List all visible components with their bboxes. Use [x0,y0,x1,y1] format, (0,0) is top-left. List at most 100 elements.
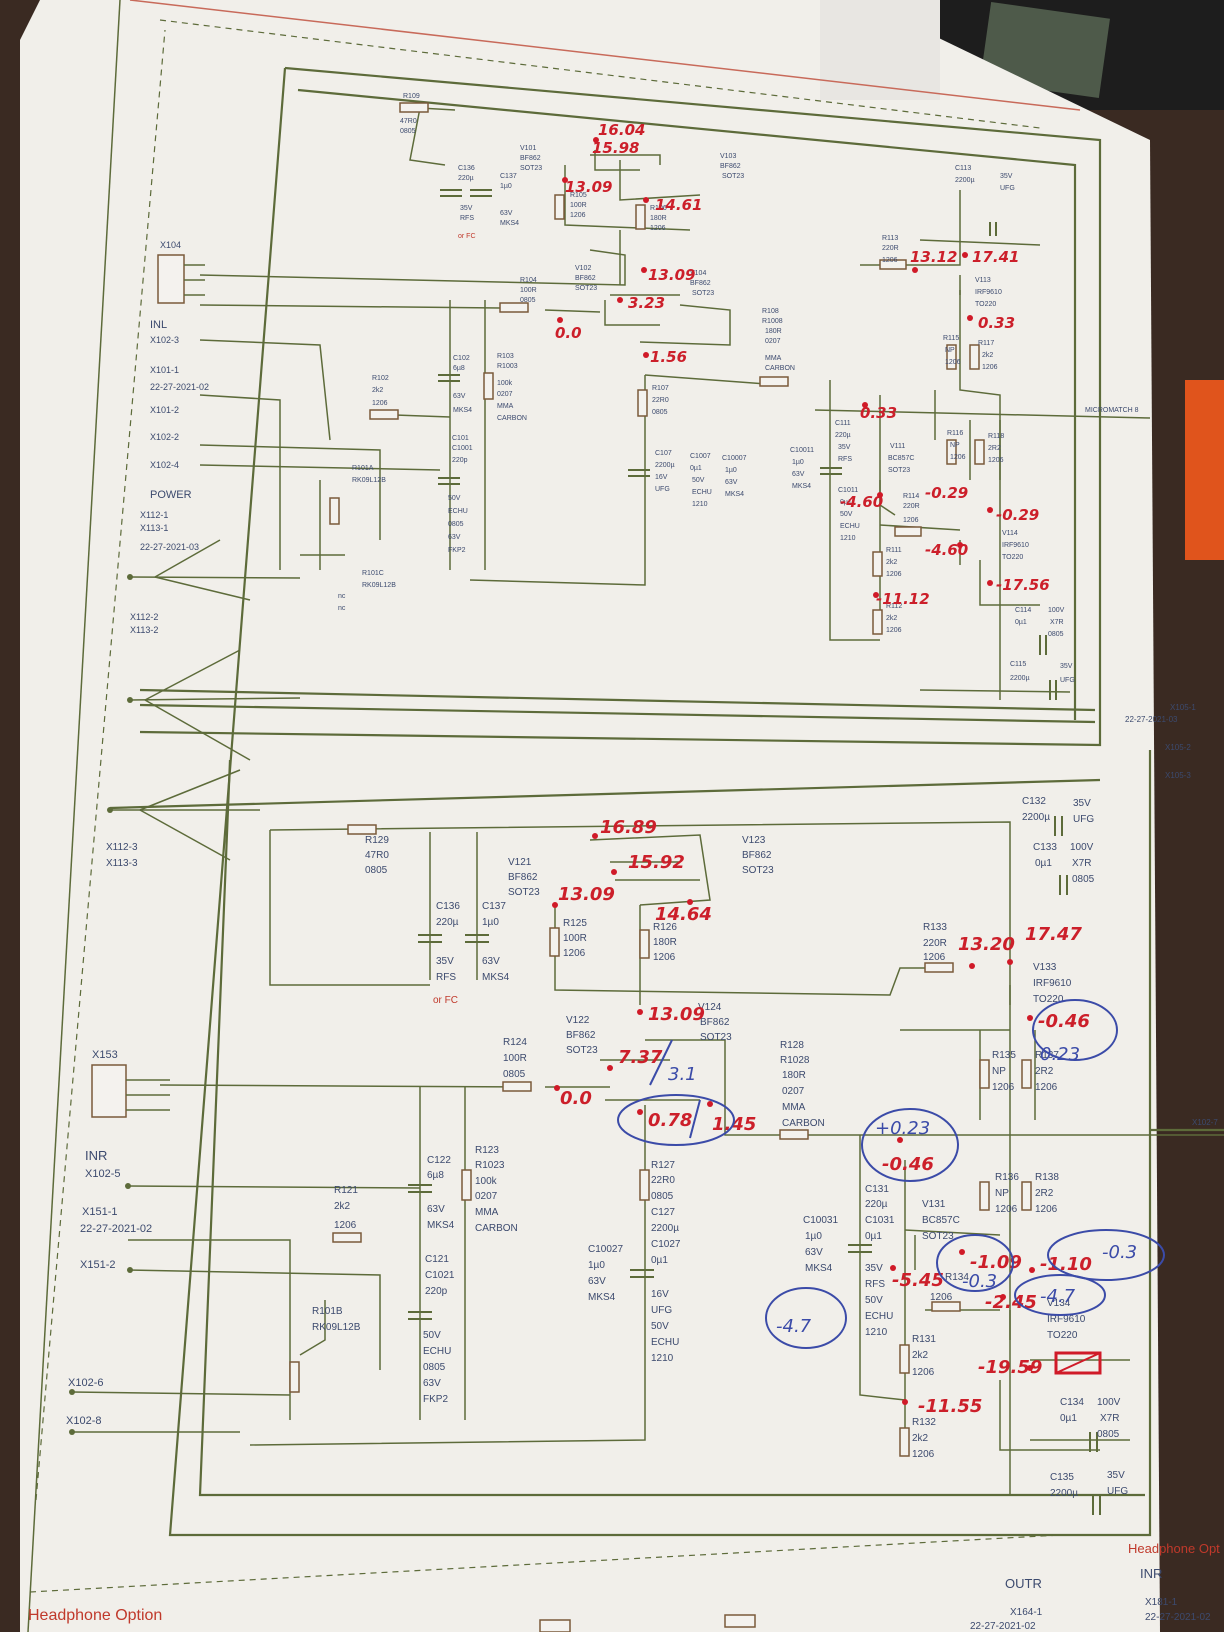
c10011-type: MKS4 [792,483,811,490]
r112-label: R112 [886,603,902,610]
c113-value: 2200µ [955,177,975,184]
c127-volt: 16V [651,1289,669,1300]
dashed-border-2 [35,29,166,1501]
r111-pkg: 1206 [886,571,902,578]
c1007-type: ECHU [692,489,712,496]
r123-pkg: 0207 [475,1191,498,1202]
v123-pkg: SOT23 [742,865,774,876]
c115-type: UFG [1060,677,1075,684]
note-11-55: -11.55 [918,1396,982,1417]
c131-label: C131 [865,1184,889,1195]
c10027-volt: 63V [588,1276,606,1287]
v123-label: V123 [742,835,766,846]
r101c-label: R101C [362,570,384,577]
c136b-type: RFS [436,972,456,983]
c131-value2: 0µ1 [865,1231,882,1242]
v104-type: BF862 [690,280,711,287]
r118-value: 2R2 [988,445,1001,452]
c136t-type: RFS [460,215,474,222]
v113-label: V113 [975,277,991,284]
r103-pkg: 0207 [497,391,513,398]
r124-value: 100R [503,1053,527,1064]
x102-7-label: X102-7 [1192,1118,1218,1127]
v114-pkg: TO220 [1002,554,1023,561]
r126-value: 180R [653,937,677,948]
c1011-value: 0µ1 [840,499,852,506]
note-13-09-b: 13.09 [648,1004,705,1025]
r114-label: R114 [903,493,919,500]
c132-label: C132 [1022,796,1046,807]
r132-value: 2k2 [912,1433,929,1444]
footer-resistor-1 [539,1619,571,1632]
c136t-orfc: or FC [458,233,476,240]
r107-pkg: 0805 [652,409,668,416]
r135-label: R135 [992,1050,1016,1061]
v133-type: IRF9610 [1033,978,1072,989]
r136-label: R136 [995,1172,1019,1183]
r103-carbon: CARBON [497,415,527,422]
x151-1-label: X151-1 [82,1206,117,1218]
c127-label: C127 [651,1207,675,1218]
cross-out-stroke [1055,1352,1101,1374]
r136-value: NP [995,1188,1009,1199]
blue-0-3-b: -0.3 [1102,1242,1137,1263]
v124-label: V124 [698,1002,722,1013]
c10031-value: 1µ0 [805,1231,822,1242]
r137-pkg: 1206 [1035,1082,1058,1093]
orange-object [1185,380,1224,560]
r128-alt: R1028 [780,1055,810,1066]
c121-volt2: 63V [423,1378,441,1389]
c1007-value: 0µ1 [690,465,702,472]
r116-value: NP [950,442,960,449]
connector-fan-top [110,539,301,861]
c101-volt2: 63V [448,534,461,541]
r113-label: R113 [882,235,898,242]
r113-pkg: 1206 [882,257,898,264]
c1027-label: C1027 [651,1239,681,1250]
r123-carbon: CARBON [475,1223,518,1234]
x104-label: X104 [160,240,181,250]
r106-value: 180R [650,215,667,222]
c101-type: ECHU [448,508,468,515]
v131-type: BC857C [922,1215,960,1226]
note-1-56: 1.56 [650,348,687,366]
note-0-33-a: 0.33 [978,314,1015,332]
c107-value: 2200µ [655,462,675,469]
v101-label: V101 [520,145,536,152]
v102-type: BF862 [575,275,596,282]
c115-label: C115 [1010,661,1026,668]
r131-value: 2k2 [912,1350,929,1361]
r138-label: R138 [1035,1172,1059,1183]
x101-2-label: X101-2 [150,405,179,415]
c132-volt: 35V [1073,798,1091,809]
note-17-47: 17.47 [1025,924,1082,945]
x102-8-label: X102-8 [66,1415,101,1427]
c131-value: 220µ [865,1199,888,1210]
c114-label: C114 [1015,607,1031,614]
v131-label: V131 [922,1199,946,1210]
c122-volt: 63V [427,1204,445,1215]
bus-line-2 [139,688,1096,712]
r127-value: 22R0 [651,1175,675,1186]
v113-pkg: TO220 [975,301,996,308]
c135-type: UFG [1107,1486,1128,1497]
footer-inr: INR [1140,1566,1162,1581]
note-1-10: -1.10 [1040,1254,1092,1275]
note-5-45: -5.45 [892,1270,944,1291]
r102-label: R102 [372,375,389,382]
c10007-label: C10007 [722,455,747,462]
r101b-label: R101B [312,1306,343,1317]
v113-type: IRF9610 [975,289,1002,296]
r128-mma: MMA [782,1102,806,1113]
c114-volt: 100V [1048,607,1065,614]
note-13-09-a: 13.09 [565,178,612,196]
r104-pkg: 0805 [520,297,536,304]
top-channel: X104 INL X102-3 X101-1 22-27-2021-02 X10… [130,93,1196,780]
r133-pkg: 1206 [923,952,946,963]
r132-pkg: 1206 [912,1449,935,1460]
v133-pkg: TO220 [1033,994,1064,1005]
blue-0-23-a: 0.23 [1040,1044,1080,1065]
v123-type: BF862 [742,850,772,861]
r123-alt: R1023 [475,1160,505,1171]
c10027-value: 1µ0 [588,1260,605,1271]
